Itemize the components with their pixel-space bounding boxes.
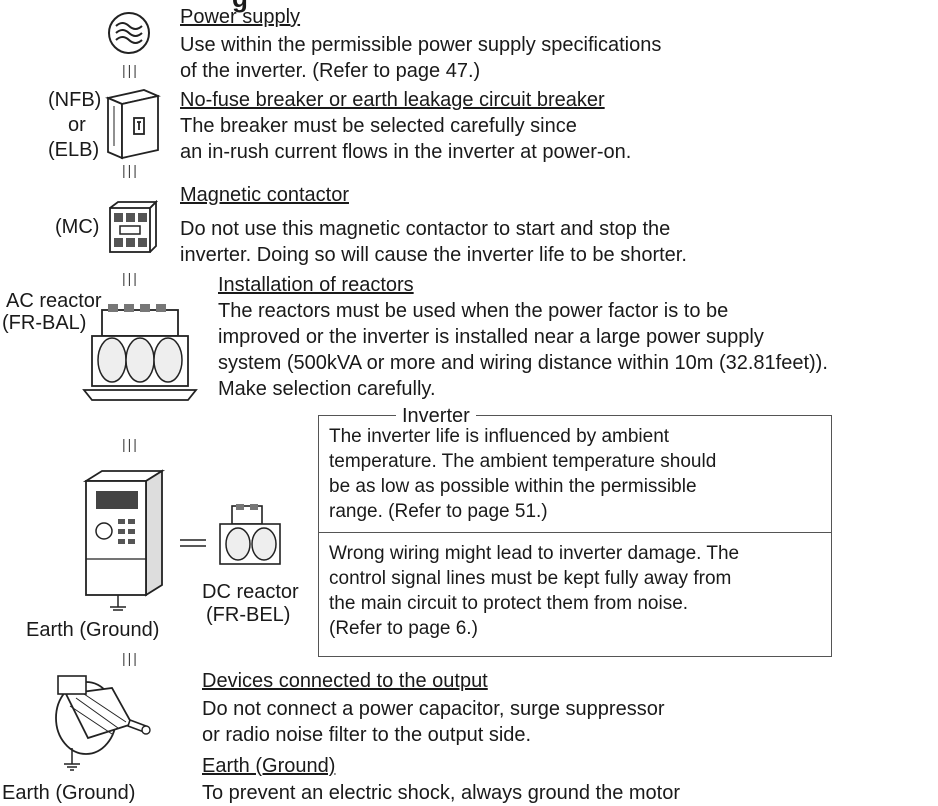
reactors-text-2: improved or the inverter is installed ne… bbox=[218, 326, 764, 348]
power-supply-text-1: Use within the permissible power supply … bbox=[180, 34, 662, 56]
dc-reactor-icon bbox=[219, 504, 281, 565]
wire-connector-4: ||| bbox=[122, 436, 139, 452]
inverter-p2-line4: (Refer to page 6.) bbox=[329, 618, 478, 639]
wire-connector-3: ||| bbox=[122, 270, 139, 286]
inverter-p1-line4: range. (Refer to page 51.) bbox=[329, 501, 548, 522]
contactor-text-1: Do not use this magnetic contactor to st… bbox=[180, 218, 671, 240]
inverter-p2-line2: control signal lines must be kept fully … bbox=[329, 568, 732, 589]
nfb-label: (NFB) bbox=[48, 89, 102, 111]
breaker-icon bbox=[105, 89, 161, 160]
wire-connector-5: ||| bbox=[122, 650, 139, 666]
inverter-p2-line1: Wrong wiring might lead to inverter dama… bbox=[329, 543, 740, 564]
fr-bel-label: (FR-BEL) bbox=[206, 604, 291, 626]
motor-earth-label: Earth (Ground) bbox=[2, 782, 136, 804]
elb-label: (ELB) bbox=[48, 139, 100, 161]
reactors-text-3: system (500kVA or more and wiring distan… bbox=[218, 352, 828, 374]
mc-label: (MC) bbox=[55, 216, 100, 238]
power-supply-icon bbox=[108, 12, 150, 54]
inverter-p2-line3: the main circuit to protect them from no… bbox=[329, 593, 689, 614]
cut-heading-fragment: g bbox=[232, 0, 248, 11]
inverter-info-box: The inverter life is influenced by ambie… bbox=[318, 415, 832, 657]
output-text-2: or radio noise filter to the output side… bbox=[202, 724, 532, 746]
contactor-heading: Magnetic contactor bbox=[180, 184, 349, 206]
wire-connector-2: ||| bbox=[122, 162, 139, 178]
ac-reactor-label: AC reactor bbox=[6, 290, 102, 312]
contactor-text-2: inverter. Doing so will cause the invert… bbox=[180, 244, 687, 266]
power-supply-heading: Power supply bbox=[180, 6, 301, 28]
output-text-1: Do not connect a power capacitor, surge … bbox=[202, 698, 665, 720]
reactors-heading: Installation of reactors bbox=[218, 274, 414, 296]
inverter-p1-line2: temperature. The ambient temperature sho… bbox=[329, 451, 717, 472]
inverter-paragraph-2: Wrong wiring might lead to inverter dama… bbox=[319, 533, 831, 649]
output-heading: Devices connected to the output bbox=[202, 670, 488, 692]
reactors-text-4: Make selection carefully. bbox=[218, 378, 436, 400]
motor-icon bbox=[55, 675, 151, 771]
earth-heading: Earth (Ground) bbox=[202, 755, 336, 777]
breaker-text-2: an in-rush current flows in the inverter… bbox=[180, 141, 632, 163]
breaker-heading: No-fuse breaker or earth leakage circuit… bbox=[180, 89, 605, 111]
wire-connector-1: ||| bbox=[122, 62, 139, 78]
inverter-p1-line1: The inverter life is influenced by ambie… bbox=[329, 426, 670, 447]
fr-bal-label: (FR-BAL) bbox=[2, 312, 87, 334]
inverter-icon bbox=[82, 469, 166, 611]
power-supply-text-2: of the inverter. (Refer to page 47.) bbox=[180, 60, 481, 82]
reactors-text-1: The reactors must be used when the power… bbox=[218, 300, 729, 322]
earth-text-1: To prevent an electric shock, always gro… bbox=[202, 782, 681, 804]
ac-reactor-icon bbox=[82, 304, 198, 401]
inverter-box-title: Inverter bbox=[396, 404, 476, 428]
inverter-p1-line3: be as low as possible within the permiss… bbox=[329, 476, 697, 497]
or-label: or bbox=[68, 114, 86, 136]
magnetic-contactor-icon bbox=[109, 200, 158, 253]
inverter-paragraph-1: The inverter life is influenced by ambie… bbox=[319, 416, 831, 533]
dc-reactor-label: DC reactor bbox=[202, 581, 299, 603]
breaker-text-1: The breaker must be selected carefully s… bbox=[180, 115, 577, 137]
inverter-earth-label: Earth (Ground) bbox=[26, 619, 160, 641]
inverter-dc-link-icon bbox=[180, 539, 206, 547]
